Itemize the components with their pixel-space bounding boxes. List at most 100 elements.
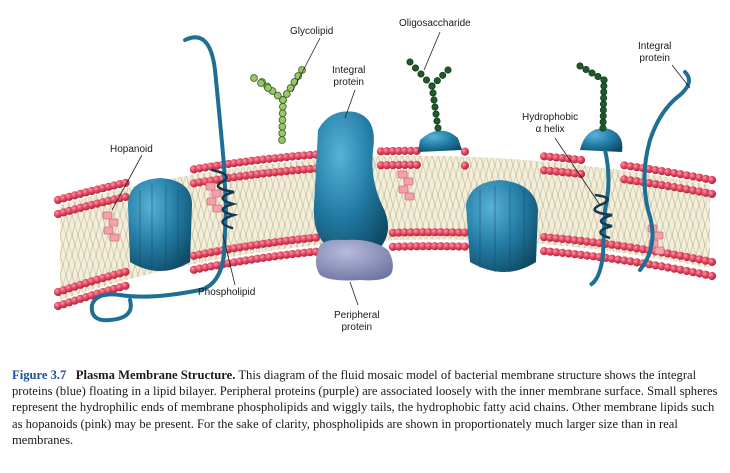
phospholipid-head	[400, 146, 409, 155]
phospholipid-head	[564, 249, 573, 258]
phospholipid-head	[620, 175, 629, 184]
phospholipid-head	[121, 267, 130, 276]
phospholipid-head	[300, 165, 309, 174]
label-hydrophobic-helix-line1: Hydrophobic	[522, 112, 579, 123]
phospholipid-head	[418, 228, 427, 237]
phospholipid-head	[276, 167, 285, 176]
oligosaccharide-sugar	[599, 118, 607, 126]
phospholipid-head	[663, 182, 673, 191]
phospholipid-head	[570, 250, 579, 259]
phospholipid-head	[701, 188, 710, 197]
phospholipid-head	[682, 266, 691, 276]
oligosaccharide-sugar	[599, 106, 607, 114]
phospholipid-head	[558, 168, 567, 177]
label-integral-protein-right-line1: Integral	[638, 41, 672, 52]
oligosaccharide-sugar	[430, 96, 438, 104]
phospholipid-head	[400, 242, 409, 251]
caption-text: This diagram of the fluid mosaic model o…	[12, 368, 718, 447]
phospholipid-head	[558, 154, 567, 163]
oligosaccharide-sugar	[582, 66, 590, 74]
phospholipid-head	[406, 160, 415, 169]
hopanoids	[102, 170, 665, 255]
glycolipid-sugar	[264, 84, 272, 92]
phospholipid-head	[430, 228, 439, 237]
phospholipid-head	[695, 269, 704, 278]
phospholipid-head	[288, 166, 297, 175]
label-oligosaccharide: Oligosaccharide	[399, 18, 471, 29]
integral-protein-barrel-right	[466, 180, 538, 272]
label-hopanoid: Hopanoid	[110, 144, 153, 155]
glycolipid-sugar	[278, 109, 287, 118]
phospholipid-head	[564, 235, 573, 244]
phospholipid-head	[620, 256, 629, 265]
integral-protein-center	[313, 111, 389, 256]
phospholipid-head	[540, 166, 549, 175]
integral-protein-right	[580, 128, 623, 287]
phospholipid-head	[305, 150, 315, 160]
phospholipid-head	[305, 164, 315, 174]
oligosaccharide-sugar	[433, 77, 441, 85]
glycolipid-sugar	[278, 136, 286, 144]
phospholipid-head	[689, 172, 698, 181]
phospholipid-head	[406, 228, 415, 237]
oligosaccharide-sugar	[439, 71, 447, 79]
phospholipid-head	[376, 147, 385, 156]
phospholipid-head	[552, 234, 561, 243]
label-phospholipid: Phospholipid	[198, 287, 256, 298]
label-integral-protein-right-line2: protein	[639, 53, 670, 64]
phospholipid-head	[430, 242, 439, 251]
phospholipid-head	[546, 152, 555, 161]
label-peripheral-protein-line1: Peripheral	[334, 310, 380, 321]
phospholipid-head	[382, 161, 391, 170]
leader-lines	[111, 31, 691, 306]
phospholipid-head	[626, 176, 635, 185]
phospholipid-head	[540, 233, 549, 242]
phospholipid-head	[626, 257, 635, 266]
phospholipid-head	[632, 163, 641, 172]
phospholipid-head	[626, 162, 635, 171]
phospholipid-head	[436, 242, 445, 251]
phospholipid-head	[412, 242, 421, 251]
phospholipid-head	[707, 257, 717, 267]
oligosaccharide-sugar	[432, 110, 440, 118]
phospholipid-head	[305, 234, 315, 243]
phospholipid-head	[305, 248, 315, 257]
phospholipid-head	[657, 181, 666, 190]
integral-protein-oligo	[418, 130, 462, 152]
phospholipid-head	[701, 174, 710, 183]
phospholipid-head	[540, 247, 549, 256]
phospholipid-head	[300, 151, 309, 160]
label-integral-protein-center-line1: Integral	[332, 65, 366, 76]
phospholipid-head	[663, 168, 673, 177]
phospholipid-head	[707, 189, 717, 199]
glycolipid-sugar	[278, 102, 287, 111]
phospholipid-head	[676, 265, 685, 274]
phospholipid-head	[620, 161, 629, 170]
oligosaccharide-sugar	[588, 69, 596, 77]
phospholipid-head	[607, 240, 617, 249]
label-hydrophobic-helix: Hydrophobic α helix	[522, 112, 578, 136]
phospholipid-head	[645, 165, 654, 174]
glycolipid-sugar	[273, 91, 282, 100]
caption-title: Plasma Membrane Structure.	[75, 368, 236, 382]
label-integral-protein-right: Integral protein	[638, 41, 671, 65]
phospholipid-head	[651, 261, 660, 270]
phospholipid-head	[682, 252, 691, 262]
phospholipid-head	[406, 242, 415, 251]
phospholipid-head	[689, 186, 698, 195]
phospholipid-head	[540, 152, 549, 161]
phospholipid-head	[552, 153, 561, 162]
phospholipid-head	[288, 152, 297, 161]
phospholipid-head	[442, 242, 451, 251]
phospholipid-head	[121, 192, 130, 201]
phospholipid-head	[657, 167, 666, 176]
phospholipid-head	[670, 169, 679, 178]
phospholipid-head	[676, 170, 685, 179]
phospholipid-head	[442, 228, 451, 237]
phospholipid-head	[121, 281, 130, 290]
caption-figure-number: Figure 3.7	[12, 368, 67, 382]
phospholipid-head	[259, 169, 268, 178]
oligosaccharide-sugar	[600, 82, 608, 90]
phospholipid-head	[676, 251, 685, 260]
hopanoid-mid	[205, 182, 223, 213]
